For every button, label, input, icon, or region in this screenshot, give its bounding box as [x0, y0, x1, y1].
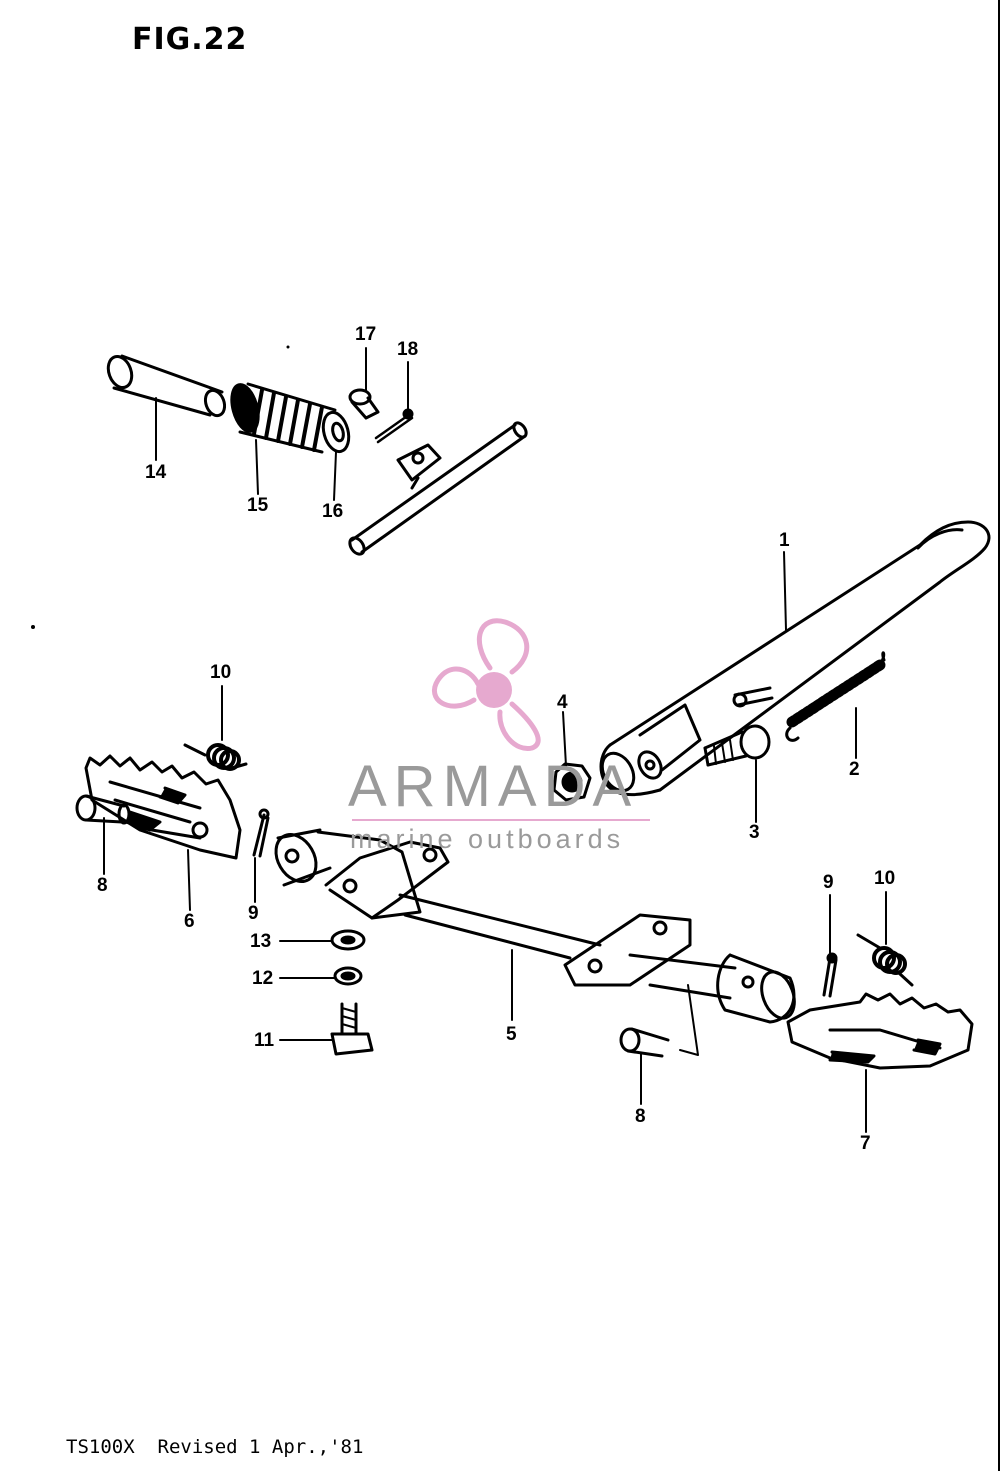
callout-14: 14 [145, 462, 167, 483]
part-8-pin-left [75, 794, 131, 825]
part-11-bolt [330, 1002, 374, 1056]
figure-title: FIG.22 [132, 22, 248, 57]
part-9-cotter-pin-right [822, 952, 838, 998]
callout-8-right: 8 [635, 1106, 646, 1127]
callout-2: 2 [849, 759, 860, 780]
callout-16: 16 [322, 501, 344, 522]
part-15-footrest-rubber [230, 382, 337, 454]
part-12-lock-washer [333, 966, 363, 986]
frame-tube-bracket [348, 421, 528, 556]
watermark-divider [352, 819, 650, 821]
callout-18: 18 [397, 339, 419, 360]
callout-7: 7 [860, 1133, 871, 1154]
part-8-pin-right [619, 1027, 670, 1058]
callout-9-right: 9 [823, 872, 834, 893]
part-14-footrest-pin [106, 354, 227, 418]
callout-10-left: 10 [210, 662, 232, 683]
part-3-bolt [703, 724, 771, 767]
part-6-left-footrest [84, 754, 242, 860]
scan-dot [286, 345, 290, 349]
figure-footer: TS100X Revised 1 Apr.,'81 [66, 1436, 364, 1458]
part-9-cotter-pin-left [252, 808, 270, 858]
leader-lines [103, 347, 887, 1133]
callout-10-right: 10 [874, 868, 896, 889]
callout-1: 1 [779, 530, 790, 551]
part-2-spring [785, 651, 886, 742]
scan-dot [31, 625, 35, 629]
callout-12: 12 [252, 968, 274, 989]
part-10-spring-right [856, 933, 914, 987]
callout-6: 6 [184, 911, 195, 932]
watermark-tagline: marine outboards [350, 824, 625, 854]
callout-8-left: 8 [97, 875, 108, 896]
watermark-brand: ARMADA [348, 754, 639, 819]
part-7-right-footrest [786, 992, 974, 1070]
watermark-propeller-logo [431, 618, 541, 751]
callout-3: 3 [749, 822, 760, 843]
part-13-washer [330, 929, 366, 951]
callout-9-left: 9 [248, 903, 259, 924]
part-16-washer [321, 410, 351, 454]
callout-4: 4 [557, 692, 568, 713]
part-4-nut [552, 762, 592, 802]
part-10-spring-left [183, 743, 248, 771]
callout-5: 5 [506, 1024, 517, 1045]
part-17-pin [348, 388, 380, 420]
part-18-cotter-pin [374, 408, 414, 444]
part-1-side-stand [599, 520, 991, 797]
part-5-footrest-bar [274, 828, 796, 1056]
callout-17: 17 [355, 324, 377, 345]
callout-11: 11 [254, 1030, 275, 1051]
callout-15: 15 [247, 495, 269, 516]
callout-13: 13 [250, 931, 272, 952]
